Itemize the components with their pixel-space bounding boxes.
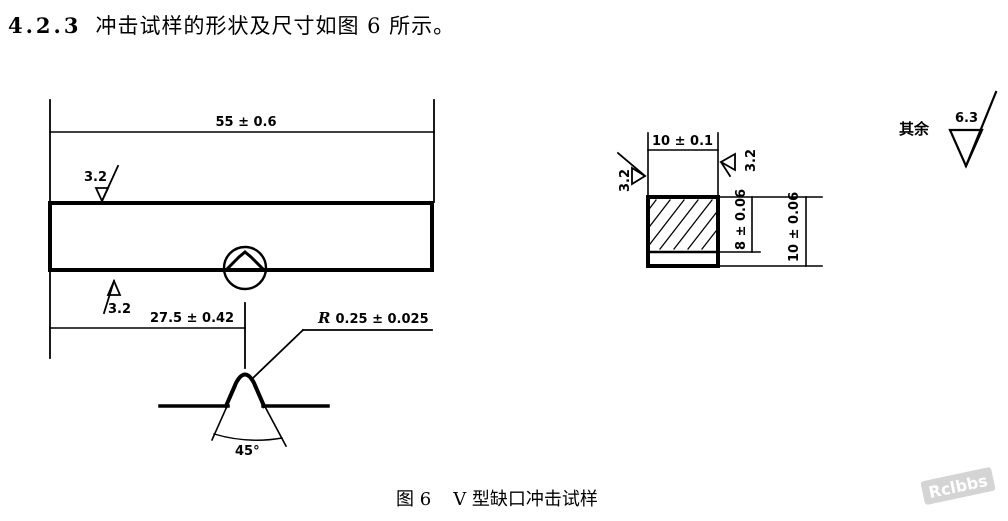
general-roughness-symbol [948,90,998,169]
notch-angle-dimension: 45° [235,444,260,459]
angle-extension-right [252,384,288,448]
watermark-badge [920,467,996,505]
width-dimension: 10 ± 0.1 [652,134,713,149]
section-hatching [649,199,717,250]
cross-section [646,195,720,268]
general-roughness-triangle [948,128,984,169]
roughness-value-left: 3.2 [618,169,633,192]
watermark-logo: Rclbbs [920,467,996,505]
roughness-symbol-left [631,166,647,186]
roughness-value-right: 3.2 [744,149,759,172]
notch-v-mark [225,250,265,271]
roughness-leg-top [100,164,120,203]
front-view [48,99,435,448]
notch-position-dimension: 27.5 ± 0.42 [150,311,234,326]
radius-leader-line [251,328,305,380]
figure-label: 图 6 [396,489,432,510]
height-dimension: 10 ± 0.06 [787,192,802,262]
section-text: 冲击试样的形状及尺寸如图 6 所示。 [95,14,456,38]
side-view [616,132,823,268]
notch-detail-profile [223,372,267,409]
radius-symbol: R [317,309,330,327]
section-number: 4.2.3 [8,13,82,38]
general-roughness-value: 6.3 [955,111,978,126]
ligament-height-dimension: 8 ± 0.06 [734,189,749,250]
figure-title: V 型缺口冲击试样 [453,489,598,510]
notch-radius-label: R 0.25 ± 0.025 [317,309,429,327]
angle-arc [213,433,283,441]
roughness-leg-bottom [102,279,116,315]
specimen-body [48,201,434,272]
general-roughness-leg [964,90,998,168]
roughness-value-bottom: 3.2 [108,302,131,317]
roughness-leg-right [719,160,732,178]
roughness-leg-left [616,151,647,178]
section-heading: 4.2.3 冲击试样的形状及尺寸如图 6 所示。 [8,10,455,40]
roughness-symbol-right [719,152,736,172]
figure-caption: 图 6 V 型缺口冲击试样 [396,485,598,511]
general-roughness-label: 其余 [899,120,930,138]
roughness-value-top: 3.2 [84,170,107,185]
length-dimension: 55 ± 0.6 [215,115,276,130]
angle-extension-left [210,384,238,442]
notch-detail-circle [222,245,268,291]
notch-radius-value: 0.25 ± 0.025 [335,312,428,327]
